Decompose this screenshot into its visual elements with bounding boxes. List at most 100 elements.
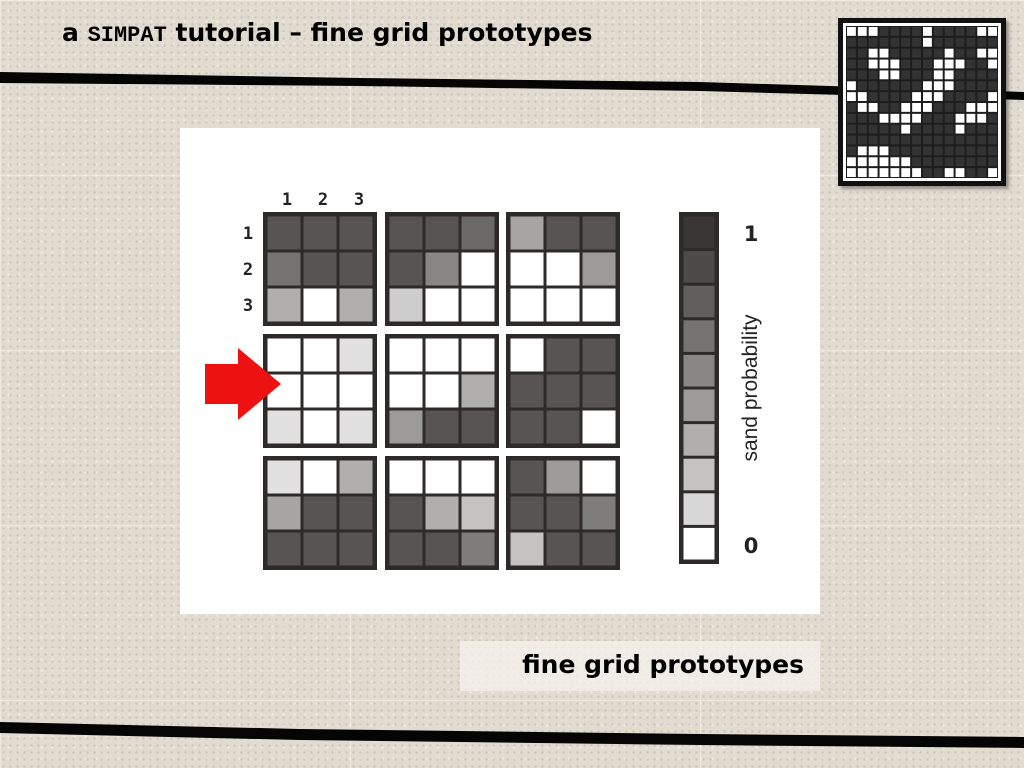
row-index-label: 1 [243,224,253,244]
logo-cell [933,168,943,177]
scale-swatch [683,320,715,352]
grid-cell [510,496,544,530]
logo-cell [847,168,856,177]
grid-cell [510,252,544,286]
grid-cell [425,216,459,250]
logo-cell [988,168,997,177]
logo-cell [988,27,997,36]
logo-cell [857,113,867,123]
logo-cell [977,146,987,156]
logo-cell [933,157,943,167]
grid-cell [546,374,580,408]
grid-cell [546,460,580,494]
grid-cell [389,288,423,322]
logo-cell [847,81,856,91]
logo-cell [847,37,856,47]
grid-cell [425,252,459,286]
logo-cell [868,37,878,47]
logo-cell [955,59,965,69]
logo-cell [933,27,943,36]
logo-cell [955,27,965,36]
grid-cell [461,374,495,408]
logo-cell [944,124,954,134]
logo-cell [944,81,954,91]
grid-cell [339,410,373,444]
logo-cell [879,37,889,47]
logo-cell [890,103,900,112]
logo-cell [977,37,987,47]
logo-cell [933,37,943,47]
logo-cell [933,81,943,91]
logo-cell [857,157,867,167]
logo-cell [890,157,900,167]
prototype-grid [263,456,377,570]
logo-cell [933,70,943,80]
logo-cell [879,168,889,177]
grid-cell [389,216,423,250]
grid-cell [546,410,580,444]
grid-cell [582,288,616,322]
logo-cell [912,113,921,123]
grid-cell [389,460,423,494]
logo-cell [966,59,976,69]
grid-cell [303,460,337,494]
logo-cell [944,146,954,156]
grid-cell [267,288,301,322]
logo-cell [988,113,997,123]
logo-cell [988,103,997,112]
prototype-grid [263,334,377,448]
logo-cell [912,48,921,58]
logo-cell [868,103,878,112]
grid-cell [389,410,423,444]
logo-cell [955,48,965,58]
logo-cell [923,135,932,145]
logo-cell [847,124,856,134]
logo-cell [966,37,976,47]
logo-cell [879,135,889,145]
logo-cell [955,124,965,134]
logo-cell [923,168,932,177]
grid-cell [389,338,423,372]
grid-cell [425,338,459,372]
logo-cell [901,81,911,91]
row-index-label: 2 [243,260,253,280]
logo-cell [912,135,921,145]
logo-cell [923,113,932,123]
logo-cell [955,157,965,167]
logo-cell [966,48,976,58]
logo-cell [912,27,921,36]
grid-cell [267,252,301,286]
title-suffix: tutorial – fine grid prototypes [166,18,593,47]
logo-cell [933,124,943,134]
scale-swatch [683,285,715,318]
logo-cell [847,27,856,36]
scale-max-label: 1 [744,222,759,246]
logo-cell [868,168,878,177]
grid-cell [546,496,580,530]
logo-cell [923,157,932,167]
grid-cell [339,216,373,250]
grid-cell [389,532,423,566]
title-prefix: a [62,18,88,47]
grid-cell [582,460,616,494]
logo-cell [890,146,900,156]
logo-cell [944,59,954,69]
caption: fine grid prototypes [522,650,804,679]
logo-cell [966,70,976,80]
logo-cell [912,168,921,177]
software-name: SIMPAT [87,23,167,48]
grid-cell [339,460,373,494]
logo-cell [966,157,976,167]
grid-cell [425,410,459,444]
grid-cell [425,460,459,494]
logo-cell [955,37,965,47]
scale-swatch [683,216,715,249]
logo-cell [944,135,954,145]
logo-cell [847,113,856,123]
logo-cell [977,168,987,177]
logo-cell [955,135,965,145]
prototype-grid [385,334,499,448]
logo-cell [890,168,900,177]
logo-cell [944,92,954,101]
